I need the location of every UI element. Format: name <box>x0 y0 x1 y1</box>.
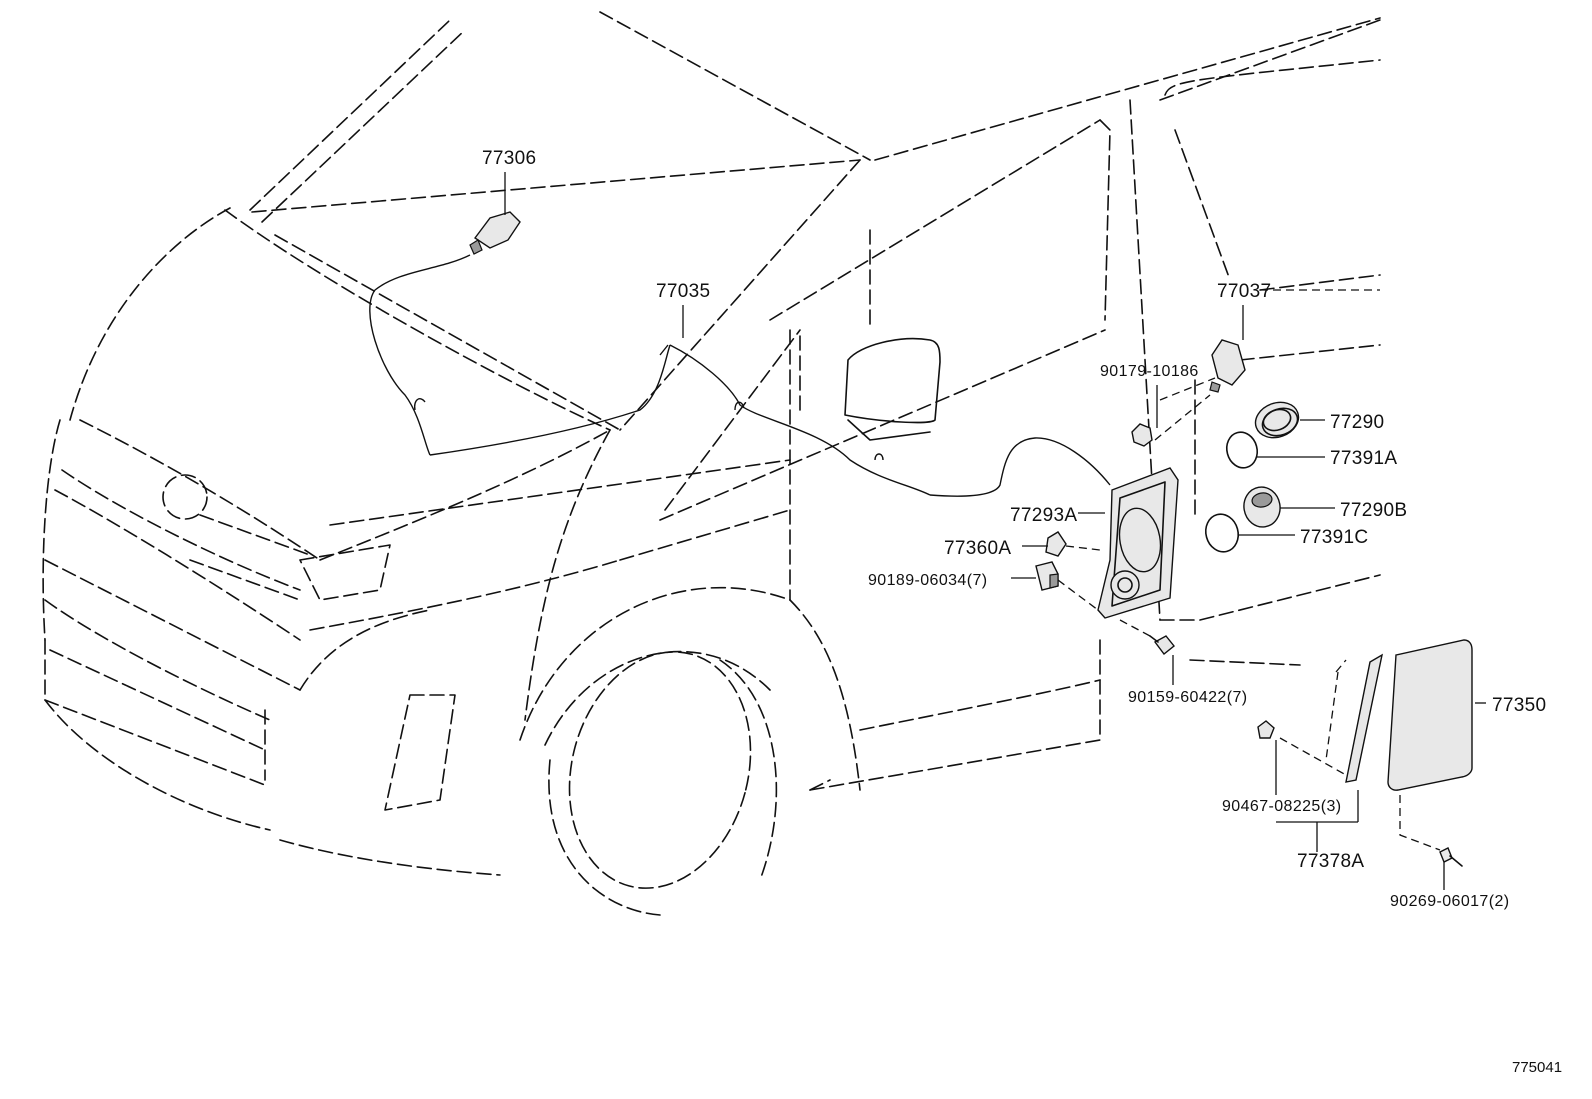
part-90269-pin <box>1439 847 1463 867</box>
part-77350-cover <box>1387 639 1473 791</box>
label-90189-06034: 90189-06034(7) <box>868 572 987 589</box>
label-77378A: 77378A <box>1297 851 1364 872</box>
part-77290B-cap <box>1243 486 1281 528</box>
part-labels: 77306 77035 77037 90179-10186 77290 7739… <box>482 148 1562 1076</box>
label-90179-10186: 90179-10186 <box>1100 363 1199 380</box>
part-77391A-o-ring <box>1225 431 1259 469</box>
label-77035: 77035 <box>656 281 710 302</box>
part-77290-ring <box>1254 401 1300 439</box>
van-body-outline <box>42 11 1381 916</box>
label-90269-06017: 90269-06017(2) <box>1390 893 1509 910</box>
part-77306-hood-switch <box>469 211 521 255</box>
label-77391A: 77391A <box>1330 448 1397 469</box>
label-77350: 77350 <box>1492 695 1546 716</box>
label-77306: 77306 <box>482 148 536 169</box>
label-77290: 77290 <box>1330 412 1384 433</box>
part-77391C-o-ring <box>1204 513 1240 553</box>
part-77360A-clip <box>1045 531 1067 557</box>
leader-lines <box>504 172 1486 890</box>
label-90467-08225: 90467-08225(3) <box>1222 798 1341 815</box>
label-77037: 77037 <box>1217 281 1271 302</box>
part-90189-clip <box>1035 561 1059 591</box>
diagram-id: 775041 <box>1512 1059 1562 1076</box>
label-77290B: 77290B <box>1340 500 1407 521</box>
part-77378A-strip <box>1345 653 1384 783</box>
label-77293A: 77293A <box>1010 505 1077 526</box>
label-90159-60422: 90159-60422(7) <box>1128 689 1247 706</box>
part-90467-clip <box>1257 720 1275 739</box>
part-90159-screw <box>1149 635 1175 655</box>
part-77293A-protector <box>1097 467 1179 619</box>
label-77391C: 77391C <box>1300 527 1368 548</box>
wire-harness <box>369 254 1111 497</box>
part-77037-sensor <box>1209 339 1246 393</box>
part-90179-nut <box>1131 423 1153 447</box>
label-77360A: 77360A <box>944 538 1011 559</box>
